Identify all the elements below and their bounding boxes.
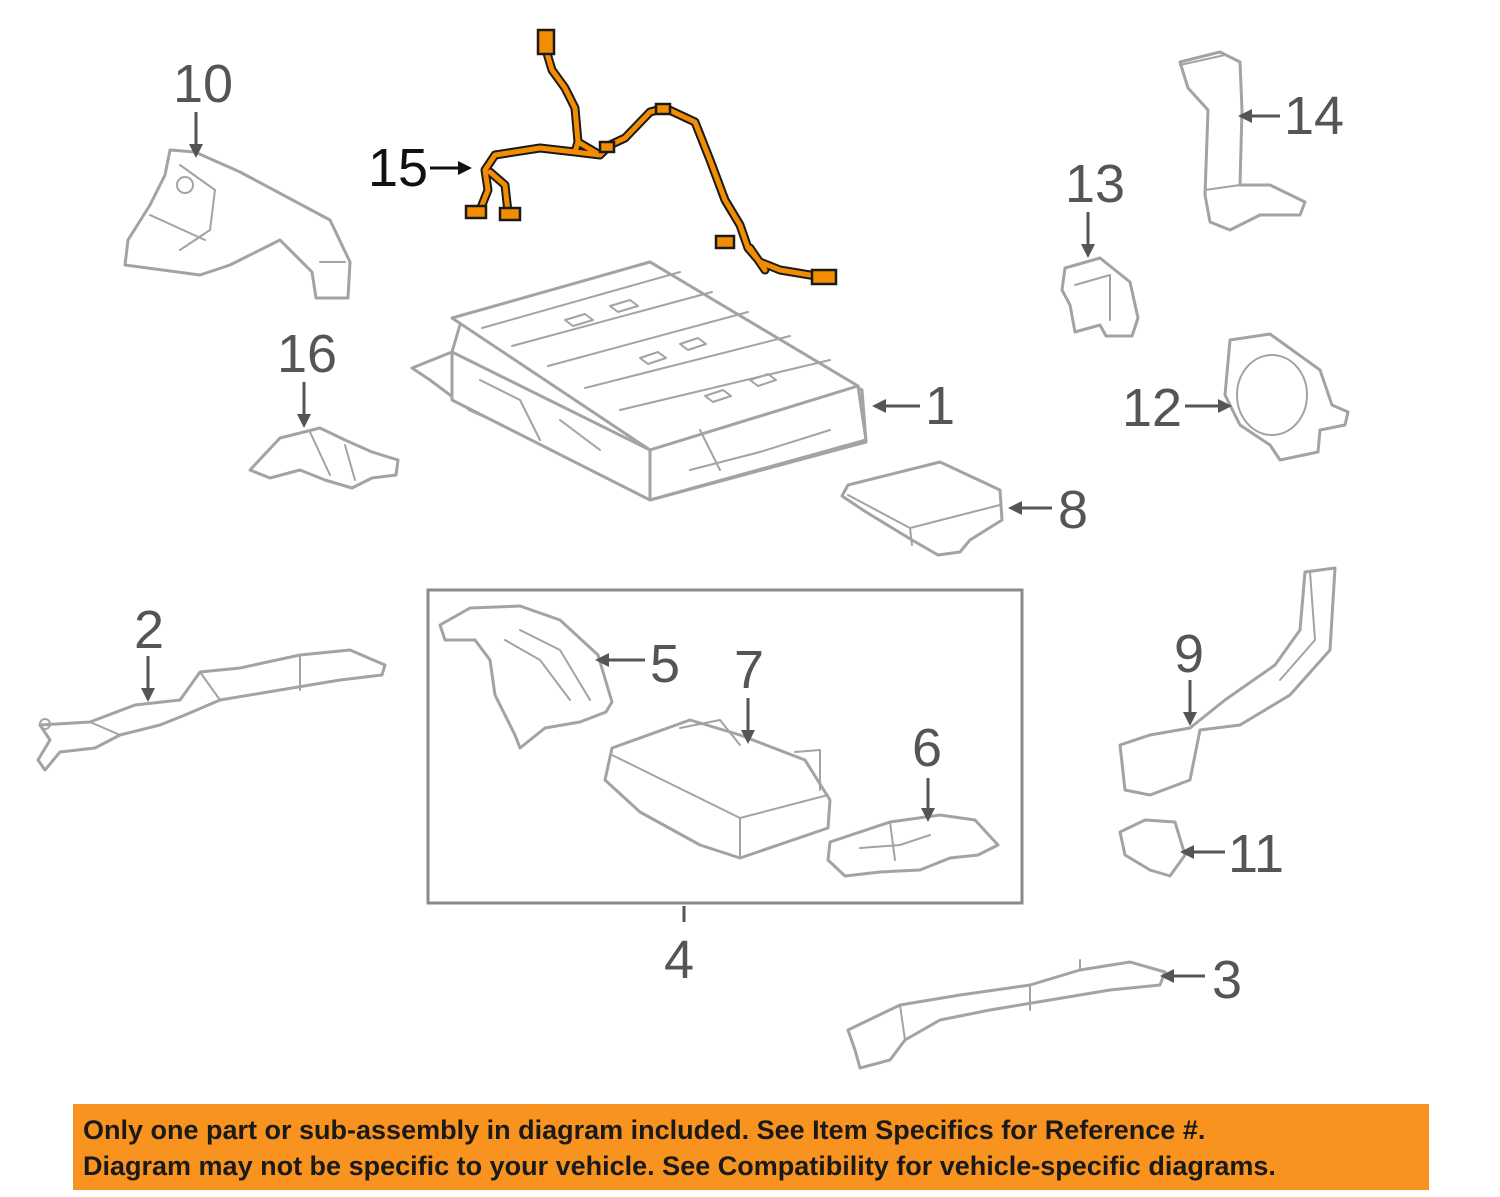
- callout-3: 3: [1212, 950, 1242, 1010]
- callout-13: 13: [1065, 154, 1125, 214]
- callout-12: 12: [1122, 378, 1182, 438]
- part-15-wire-harness[interactable]: [464, 28, 838, 286]
- disclaimer-line-2: Diagram may not be specific to your vehi…: [83, 1151, 1276, 1181]
- part-8-control-unit[interactable]: [840, 460, 1004, 557]
- part-13-bracket[interactable]: [1060, 256, 1140, 338]
- part-7-module[interactable]: [603, 718, 832, 860]
- callout-10: 10: [173, 54, 233, 114]
- part-9-duct[interactable]: [1118, 566, 1337, 797]
- part-10-air-duct[interactable]: [123, 148, 352, 300]
- disclaimer-line-1: Only one part or sub-assembly in diagram…: [83, 1115, 1206, 1145]
- callout-7: 7: [734, 640, 764, 700]
- part-1-battery-pack[interactable]: [410, 260, 868, 502]
- part-12-fan[interactable]: [1223, 332, 1350, 462]
- part-6-bracket[interactable]: [826, 813, 1000, 878]
- assembly-group-box: [426, 588, 1024, 905]
- callout-4: 4: [664, 930, 694, 990]
- callout-9: 9: [1174, 624, 1204, 684]
- parts-diagram: 1 2 3 4 5 6 7 8 9 10 11 12 13 14 15 16: [36, 28, 1350, 1070]
- callout-6: 6: [912, 718, 942, 778]
- callout-labels: 1 2 3 4 5 6 7 8 9 10 11 12 13 14 15 16: [134, 54, 1344, 1010]
- part-5-bracket[interactable]: [438, 604, 614, 750]
- callout-5: 5: [650, 634, 680, 694]
- part-3-bracket[interactable]: [846, 959, 1167, 1070]
- part-14-intake-pipe[interactable]: [1178, 50, 1307, 232]
- part-11-cover[interactable]: [1118, 818, 1187, 878]
- part-2-bracket[interactable]: [36, 648, 387, 772]
- callout-11: 11: [1228, 824, 1284, 884]
- callout-16: 16: [277, 324, 337, 384]
- callout-14: 14: [1284, 86, 1344, 146]
- callout-leaders: [141, 109, 1280, 983]
- callout-1: 1: [925, 376, 955, 436]
- disclaimer-banner: Only one part or sub-assembly in diagram…: [73, 1104, 1429, 1190]
- part-16-hose[interactable]: [248, 426, 400, 490]
- callout-2: 2: [134, 600, 164, 660]
- callout-8: 8: [1058, 480, 1088, 540]
- callout-15: 15: [368, 138, 428, 198]
